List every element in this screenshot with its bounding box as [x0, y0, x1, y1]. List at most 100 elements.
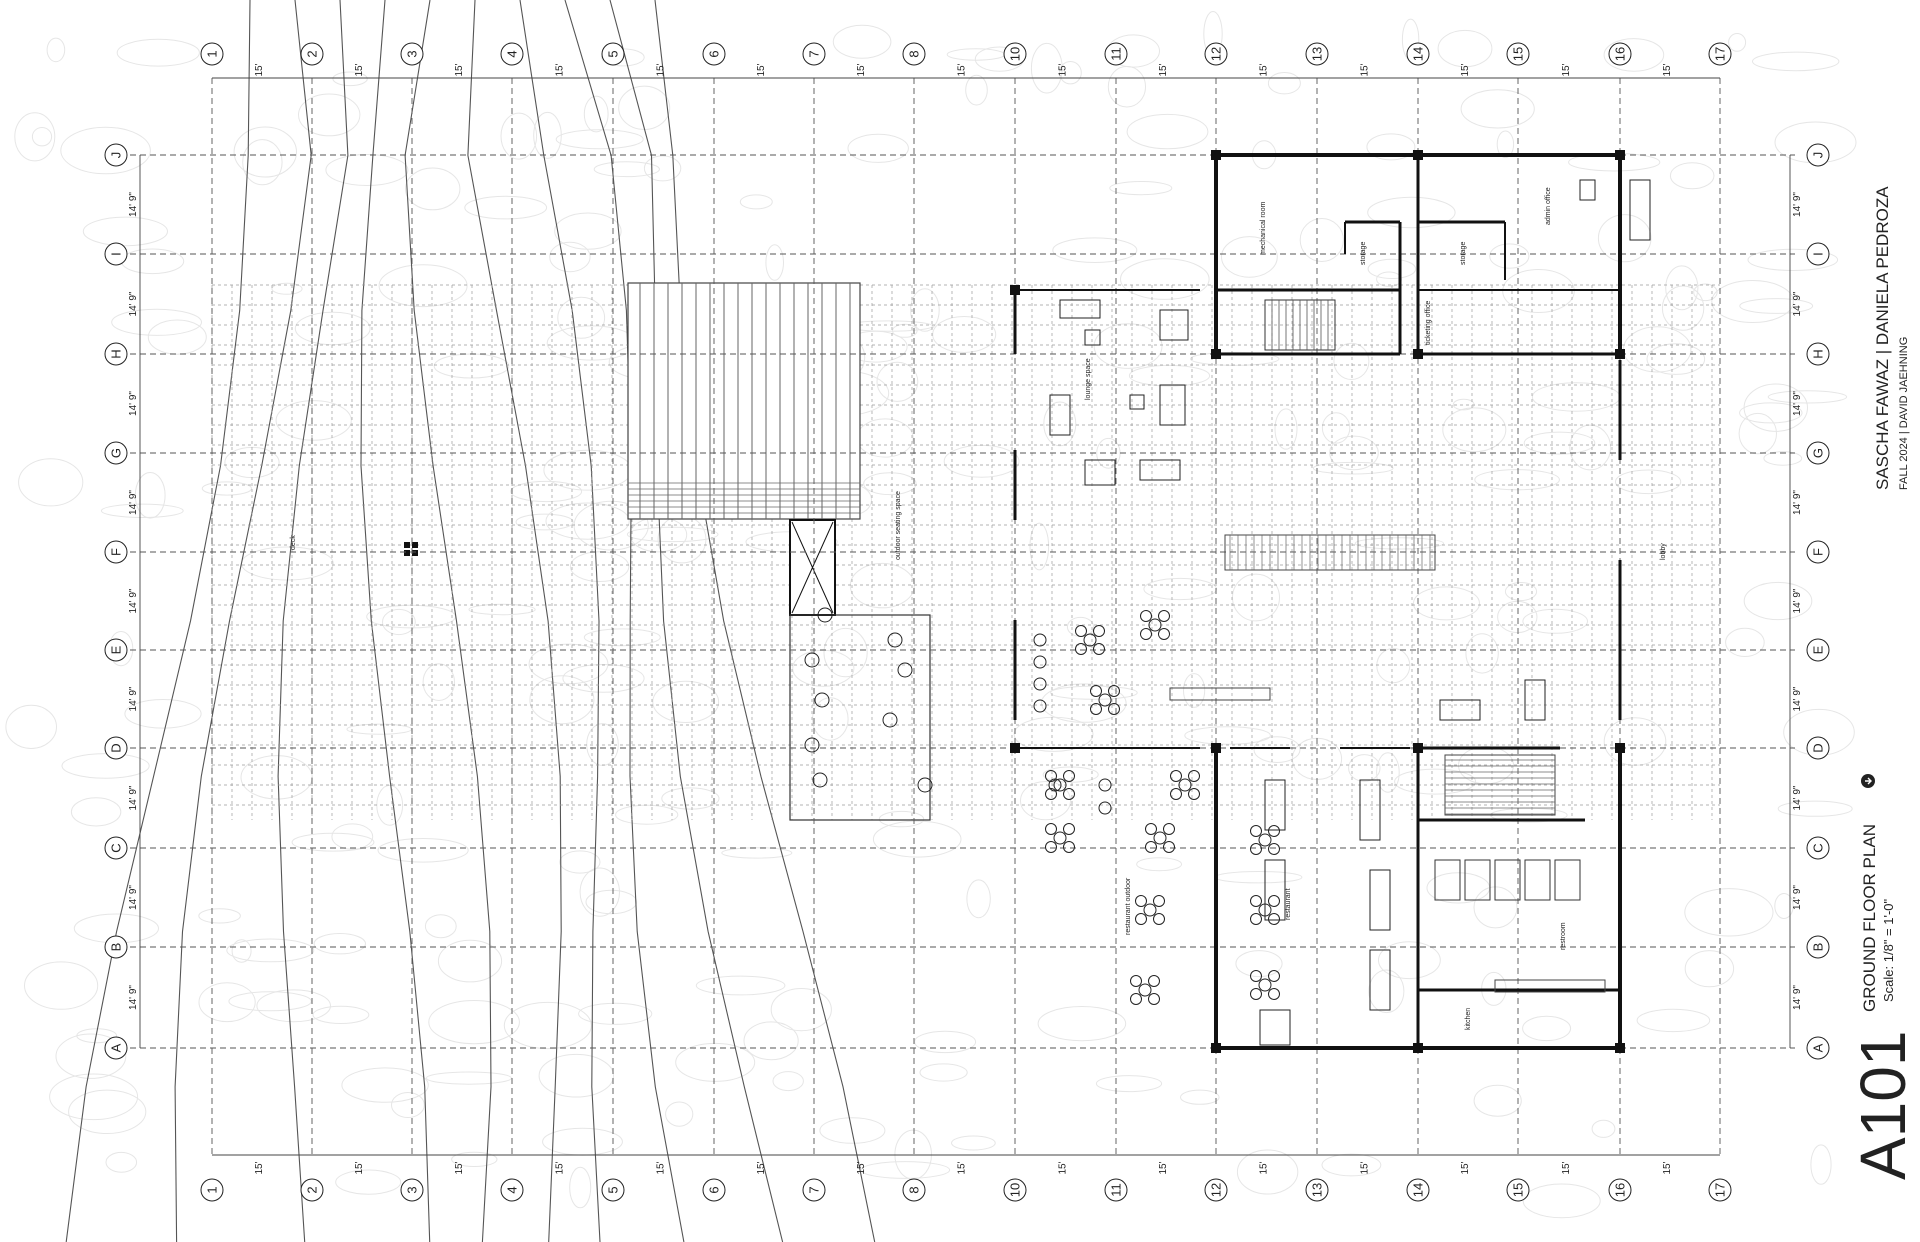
grid-bubble-col	[400, 42, 424, 66]
topographic-contours	[65, 0, 876, 1242]
grid-bubble-col	[500, 42, 524, 66]
dimension-label: 15'	[1662, 63, 1673, 76]
grid-bubble-row	[1806, 638, 1830, 662]
counter	[1169, 687, 1271, 701]
grid-label: H	[109, 349, 124, 358]
table	[1439, 699, 1481, 721]
grid-bubbles: 1122334455667788101011111212131314141515…	[104, 42, 1830, 1202]
central-stair	[1224, 534, 1436, 571]
grid-label: 5	[606, 1186, 621, 1193]
plan-scale: Scale: 1/8" = 1'-0"	[1881, 898, 1896, 1002]
grid-bubble-row	[104, 836, 128, 860]
grid-bubble-col	[601, 1178, 625, 1202]
grid-label: F	[1811, 548, 1826, 556]
grid-bubble-col	[1608, 1178, 1632, 1202]
room-label-lobby: lobby	[1660, 543, 1667, 560]
kitchen-counter	[1494, 979, 1606, 993]
grid-bubble-row	[104, 441, 128, 465]
grid-bubble-col	[1003, 1178, 1027, 1202]
grid-bubble-row	[1806, 736, 1830, 760]
dimension-label: 14' 9"	[1792, 588, 1803, 613]
grid-label: 4	[505, 1186, 520, 1193]
table	[1264, 859, 1286, 921]
grid-bubble-col	[200, 1178, 224, 1202]
grid-bubble-col	[601, 42, 625, 66]
room-label-storage: storage	[1360, 242, 1367, 265]
grid-bubble-col	[400, 1178, 424, 1202]
grid-label: 15	[1511, 47, 1526, 61]
dimension-label: 14' 9"	[1792, 291, 1803, 316]
room-label-kitchen: kitchen	[1465, 1008, 1472, 1030]
grid-label: 12	[1209, 47, 1224, 61]
grid-bubble-row	[1806, 935, 1830, 959]
grid-label: B	[1811, 943, 1826, 952]
outdoor-stool	[814, 692, 830, 708]
chair	[1098, 778, 1112, 792]
grid-label: C	[109, 843, 124, 852]
grid-bubble-col	[1506, 42, 1530, 66]
grid-bubble-row	[104, 736, 128, 760]
grid-label: 16	[1613, 47, 1628, 61]
grid-bubble-col	[1305, 42, 1329, 66]
contour-line	[467, 0, 562, 1242]
round-table	[1053, 831, 1067, 845]
grid-label: G	[1811, 448, 1826, 458]
grid-bubble-col	[702, 42, 726, 66]
room-label-lounge: lounge space	[1085, 358, 1092, 400]
outdoor-stool	[812, 772, 828, 788]
dimension-label: 15'	[454, 63, 465, 76]
table	[1629, 179, 1651, 241]
dimension-label: 15'	[756, 63, 767, 76]
column-marker	[404, 542, 410, 548]
dimension-label: 15'	[656, 1161, 667, 1174]
contour-line	[609, 0, 784, 1242]
grid-bubble-col	[1104, 1178, 1128, 1202]
plan-title: GROUND FLOOR PLAN	[1860, 824, 1879, 1012]
building-walls	[1010, 150, 1625, 1053]
grid-label: 6	[707, 50, 722, 57]
dimension-label: 15'	[1561, 63, 1572, 76]
grid-bubble-col	[500, 1178, 524, 1202]
grid-bubble-row	[1806, 1036, 1830, 1060]
toilet-stall	[1554, 859, 1581, 901]
furniture-layout	[804, 179, 1651, 1046]
grid-bubble-row	[104, 1036, 128, 1060]
dimension-label: 15'	[1158, 1161, 1169, 1174]
round-table	[1148, 618, 1162, 632]
grid-label: 1	[205, 50, 220, 57]
table	[1049, 394, 1071, 436]
dimension-label: 15'	[555, 63, 566, 76]
grid-bubble-col	[1406, 42, 1430, 66]
table	[1359, 779, 1381, 841]
dimension-label: 14' 9"	[1792, 885, 1803, 910]
grid-label: 5	[606, 50, 621, 57]
grid-bubble-col	[1204, 42, 1228, 66]
dimension-label: 14' 9"	[1792, 490, 1803, 515]
grid-label: 8	[907, 50, 922, 57]
dimension-label: 15'	[254, 63, 265, 76]
dimension-label: 14' 9"	[128, 291, 139, 316]
contour-line	[360, 0, 431, 1242]
dimension-label: 15'	[1058, 63, 1069, 76]
authors: SASCHA FAWAZ | DANIELA PEDROZA	[1873, 186, 1892, 490]
grid-bubble-col	[1708, 1178, 1732, 1202]
dimension-label: 15'	[1158, 63, 1169, 76]
grid-bubble-row	[104, 242, 128, 266]
dimension-label: 15'	[1259, 1161, 1270, 1174]
dimension-label: 15'	[656, 63, 667, 76]
toilet-stall	[1464, 859, 1491, 901]
grid-label: 3	[405, 1186, 420, 1193]
chair	[1033, 677, 1047, 691]
dimension-label: 15'	[1058, 1161, 1069, 1174]
grid-label: 4	[505, 50, 520, 57]
grid-bubble-col	[300, 42, 324, 66]
dimension-label: 14' 9"	[128, 391, 139, 416]
dimension-label: 15'	[354, 63, 365, 76]
table	[1159, 384, 1186, 426]
title-block: A101 GROUND FLOOR PLAN Scale: 1/8" = 1'-…	[1847, 186, 1919, 1180]
outdoor-stool	[917, 777, 933, 793]
column	[1211, 743, 1221, 753]
dimension-label: 15'	[856, 1161, 867, 1174]
table	[1369, 869, 1391, 931]
